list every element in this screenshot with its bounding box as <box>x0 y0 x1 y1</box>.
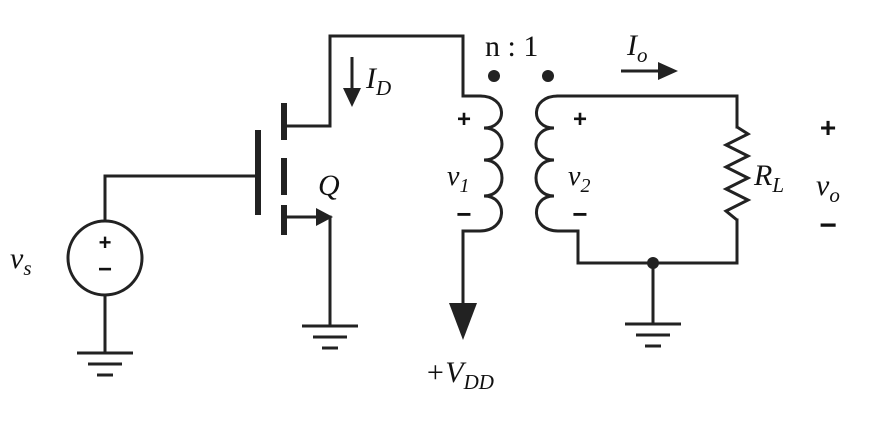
source-plus-sign: + <box>99 230 112 255</box>
supply-label: +VDD <box>425 356 494 394</box>
output-plus-sign: + <box>820 112 836 143</box>
source-minus-sign: − <box>98 256 112 283</box>
source-voltage-label: vs <box>10 242 32 280</box>
output-bottom-wire <box>576 218 739 265</box>
secondary-minus-sign: − <box>572 199 587 229</box>
transistor-label: Q <box>318 169 340 202</box>
drain-wire <box>328 34 482 128</box>
secondary-dot <box>542 70 554 82</box>
ground-symbol <box>77 351 133 377</box>
output-top-wire <box>556 94 739 129</box>
primary-voltage-label: v1 <box>447 161 469 197</box>
output-current-label: Io <box>626 29 648 67</box>
drain-current-arrow-icon <box>343 57 361 107</box>
output-voltage-label: vo <box>816 169 840 207</box>
gate-wire <box>103 174 260 223</box>
ground-symbol <box>302 324 358 350</box>
load-resistor-label: RL <box>753 159 784 197</box>
secondary-voltage-label: v2 <box>568 161 590 197</box>
secondary-plus-sign: + <box>573 106 587 133</box>
primary-plus-sign: + <box>457 106 471 133</box>
source-arrow-icon <box>316 208 333 226</box>
turns-ratio-label: n : 1 <box>485 30 538 63</box>
mosfet-q <box>255 103 333 235</box>
ground-symbol <box>625 322 681 348</box>
primary-dot <box>488 70 500 82</box>
voltage-source-vs: + − <box>66 219 144 297</box>
primary-minus-sign: − <box>456 199 471 229</box>
output-current-arrow-icon <box>621 62 678 80</box>
primary-winding <box>463 94 504 233</box>
output-minus-sign: − <box>819 209 837 242</box>
drain-current-label: ID <box>365 62 391 100</box>
load-resistor <box>722 125 752 222</box>
secondary-winding <box>534 94 578 233</box>
supply-arrow-icon <box>449 303 477 340</box>
